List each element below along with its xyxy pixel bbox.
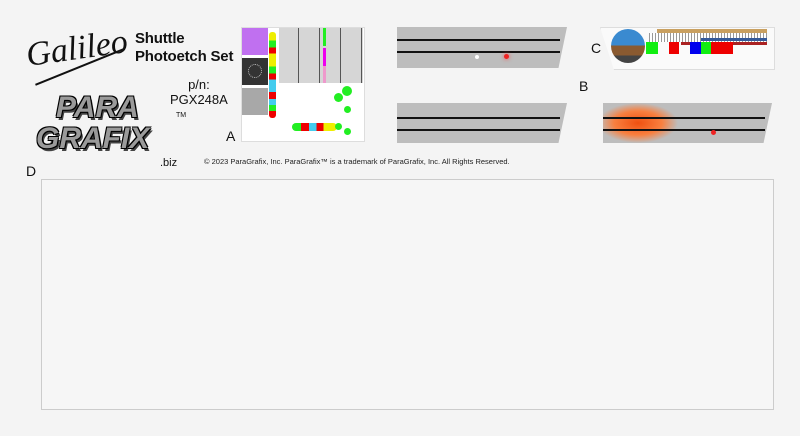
gray-block — [242, 88, 268, 115]
panel-b-top — [397, 27, 567, 68]
purple-block — [242, 28, 268, 55]
label-d: D — [26, 163, 37, 179]
panel-b-middle — [397, 103, 567, 143]
label-a: A — [226, 128, 236, 144]
color-strip-horizontal — [292, 123, 337, 131]
title-line-2: Photoetch Set — [135, 48, 234, 65]
product-title: Shuttle Photoetch Set — [135, 30, 233, 66]
label-b: B — [579, 78, 589, 94]
panel-b-bottom — [603, 103, 772, 143]
panel-d — [41, 179, 774, 410]
attitude-indicator-icon — [611, 29, 645, 63]
label-c: C — [591, 40, 602, 56]
paragrafix-logo: PARA GRAFIX — [36, 92, 149, 154]
trademark-mark: TM — [176, 112, 187, 119]
part-number: p/n: PGX248A — [170, 77, 228, 107]
panel-a — [241, 27, 365, 142]
dark-gauge-block — [242, 58, 268, 85]
pn-label: p/n: — [188, 77, 210, 92]
gray-grid — [279, 28, 363, 83]
panel-c — [600, 27, 775, 70]
pn-value: PGX248A — [170, 92, 228, 107]
color-strip-vertical — [269, 32, 276, 118]
title-line-1: Shuttle — [135, 30, 185, 47]
logo-line-1: PARA — [56, 91, 139, 124]
copyright-text: © 2023 ParaGrafix, Inc. ParaGrafix™ is a… — [204, 157, 510, 166]
logo-domain: .biz — [160, 157, 178, 169]
logo-line-2: GRAFIX — [36, 122, 150, 155]
